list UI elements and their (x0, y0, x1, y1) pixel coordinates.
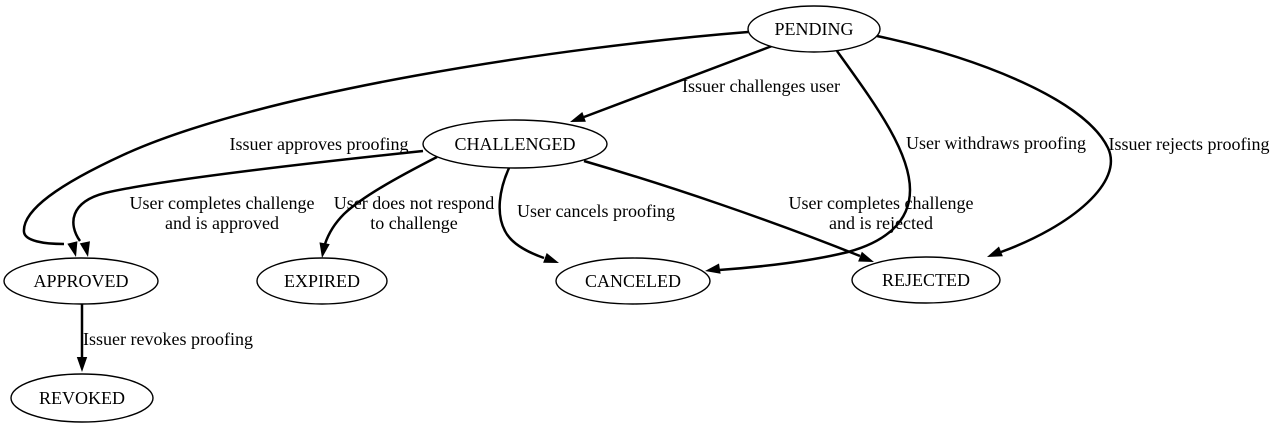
state-label: CANCELED (585, 271, 681, 291)
edge-label: User withdraws proofing (906, 133, 1086, 153)
edge-challenged-canceled: User cancels proofing (498, 167, 675, 263)
state-node-challenged[interactable]: CHALLENGED (422, 119, 608, 169)
edge-line (583, 159, 861, 258)
state-label: REVOKED (39, 388, 125, 408)
edge-line (323, 155, 438, 245)
edge-line (72, 149, 424, 242)
edge-pending-approved: Issuer approves proofing (22, 30, 749, 257)
state-label: CHALLENGED (455, 134, 576, 154)
state-ellipse (256, 257, 388, 305)
arrowhead-icon (76, 357, 88, 372)
edge-approved-revoked: Issuer revokes proofing (76, 304, 253, 372)
edge-label: Issuer approves proofing (230, 134, 409, 154)
arrowhead-icon (858, 251, 874, 262)
edge-line (583, 44, 773, 119)
arrowhead-icon (570, 111, 586, 122)
arrowhead-icon (543, 252, 559, 263)
state-ellipse (851, 256, 1001, 304)
arrowhead-icon (319, 242, 330, 258)
state-node-rejected[interactable]: REJECTED (851, 256, 1001, 304)
state-label: REJECTED (882, 270, 970, 290)
state-node-expired[interactable]: EXPIRED (256, 257, 388, 305)
state-node-approved[interactable]: APPROVED (3, 257, 159, 305)
state-node-pending[interactable]: PENDING (747, 5, 881, 53)
state-node-canceled[interactable]: CANCELED (555, 257, 711, 305)
edge-label: Issuer rejects proofing (1109, 134, 1270, 154)
state-ellipse (422, 119, 608, 169)
arrowhead-icon (67, 241, 78, 257)
arrowhead-icon (987, 246, 1003, 257)
nodes-layer: PENDING CHALLENGED APPROVED EXPIRED CANCELED… (3, 5, 1001, 423)
state-label: EXPIRED (284, 271, 360, 291)
state-ellipse (555, 257, 711, 305)
state-ellipse (747, 5, 881, 53)
state-ellipse (10, 373, 154, 423)
state-node-revoked[interactable]: REVOKED (10, 373, 154, 423)
edge-pending-challenged: Issuer challenges user (570, 44, 840, 122)
edge-pending-rejected: Issuer rejects proofing (876, 34, 1270, 257)
edge-line (22, 30, 749, 246)
edge-label: Issuer revokes proofing (83, 329, 253, 349)
edge-label: User cancels proofing (517, 201, 675, 221)
state-label: APPROVED (33, 271, 128, 291)
edge-line (498, 167, 545, 260)
state-ellipse (3, 257, 159, 305)
edge-label: Issuer challenges user (682, 76, 840, 96)
state-label: PENDING (775, 19, 854, 39)
arrowhead-icon (705, 263, 721, 274)
edge-line (876, 34, 1113, 254)
edge-line (718, 50, 912, 272)
edge-pending-canceled: User withdraws proofing (705, 50, 1086, 274)
arrowhead-icon (79, 241, 90, 257)
